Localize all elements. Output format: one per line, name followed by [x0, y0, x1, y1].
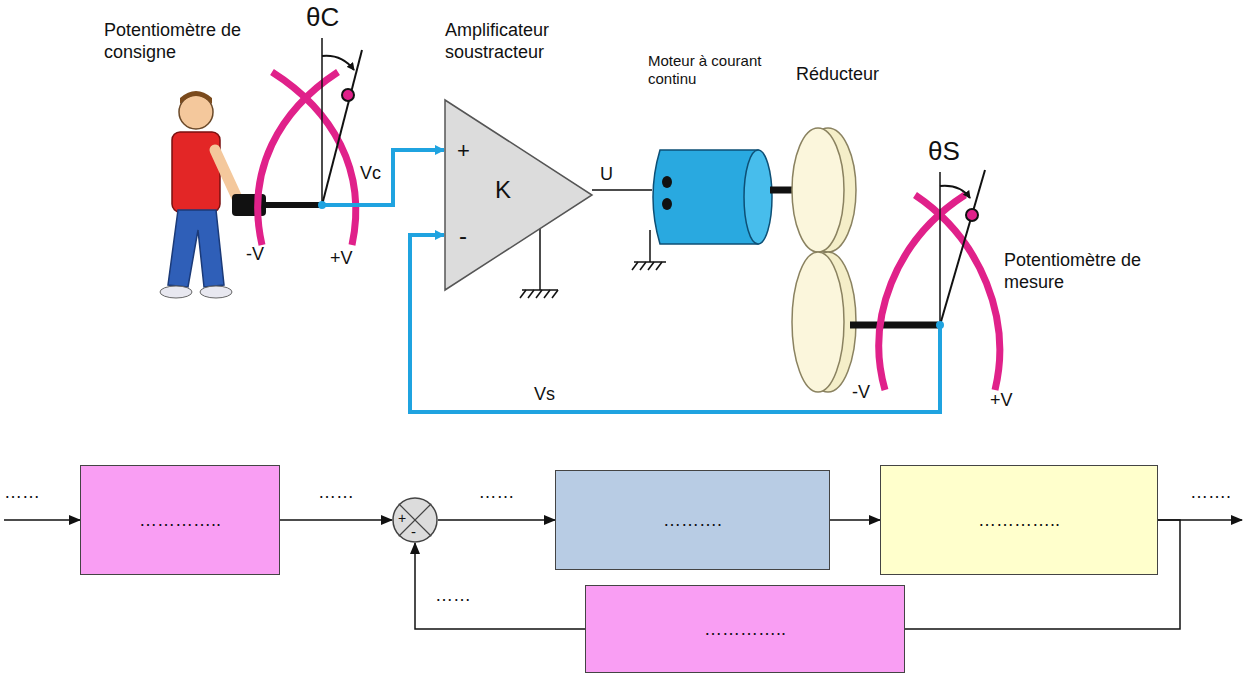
- angle-symbol: θS: [928, 136, 960, 167]
- summing-junction: +-: [392, 497, 438, 543]
- signal-name: Vs: [534, 384, 555, 406]
- vc-wire: [325, 150, 444, 205]
- signal-placeholder: …….: [1190, 482, 1231, 504]
- signal-placeholder: ……: [318, 482, 354, 504]
- amplifier-box: ……….: [555, 470, 830, 570]
- person-figure: [160, 91, 238, 298]
- signal-connector: [280, 519, 392, 521]
- motor-reducer-box: …………..: [880, 465, 1158, 575]
- feedback-sensor-box: …………..: [585, 585, 905, 673]
- part-name: Réducteur: [796, 64, 879, 86]
- node-text: …………..: [704, 619, 786, 640]
- terminal-name: +V: [330, 248, 353, 270]
- terminal-name: -V: [852, 382, 870, 404]
- signal-connector: [438, 519, 555, 521]
- u-wire: [592, 189, 652, 191]
- angle-symbol: θC: [306, 2, 339, 33]
- input-arrow: [4, 519, 80, 521]
- part-name: Potentiomètre de consigne: [104, 20, 254, 63]
- node-text: K: [495, 178, 511, 202]
- node-text: +: [457, 140, 470, 162]
- triangle-outline: [445, 100, 592, 290]
- setpoint-transducer-box: …………..: [80, 465, 280, 575]
- terminal-name: +V: [990, 390, 1013, 412]
- signal-name: Vc: [360, 163, 381, 185]
- signal-placeholder: ……: [435, 585, 471, 607]
- signal-placeholder: ……: [4, 482, 40, 504]
- dc-motor: [632, 150, 806, 270]
- signal-connector: [830, 519, 880, 521]
- part-name: Moteur à courant continu: [648, 52, 768, 88]
- part-name: Potentiomètre de mesure: [1004, 250, 1144, 293]
- node-text: +: [398, 511, 406, 525]
- setpoint-potentiometer: [232, 38, 362, 245]
- node-text: …………..: [139, 510, 221, 531]
- terminal-name: -V: [246, 244, 264, 266]
- signal-name: U: [600, 164, 613, 186]
- node-text: ……….: [663, 510, 722, 531]
- node-text: …………..: [978, 510, 1060, 531]
- part-name: Amplificateur soustracteur: [445, 20, 595, 63]
- amplifier-triangle: + K -: [445, 100, 592, 290]
- gear-reducer: [792, 128, 938, 392]
- signal-placeholder: ……: [479, 482, 515, 504]
- node-text: -: [411, 524, 416, 539]
- node-text: -: [459, 224, 467, 248]
